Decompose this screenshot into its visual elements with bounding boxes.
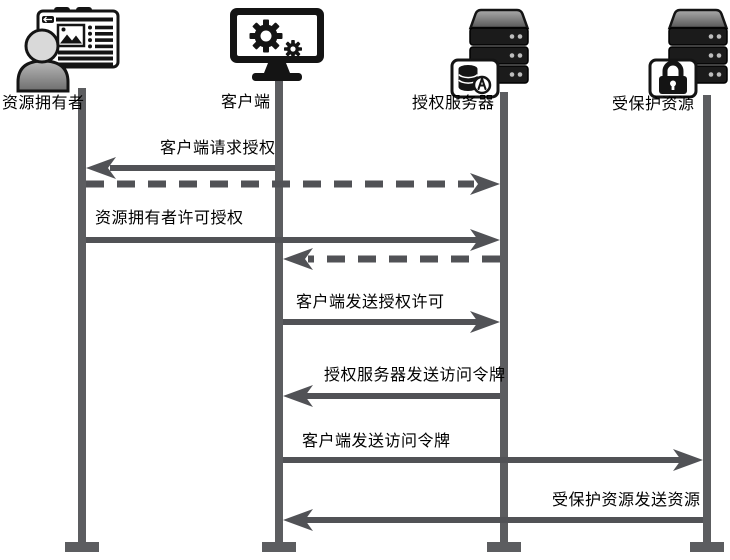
lifeline-resource-owner	[65, 88, 99, 552]
message-arrow-client-request	[86, 157, 275, 179]
message-arrow-client-sends-token	[283, 449, 703, 471]
message-arrow-client-sends-grant	[283, 311, 500, 333]
message-arrow-server-sends-token	[283, 385, 500, 407]
message-arrow-owner-grant	[86, 229, 500, 251]
resource-owner-icon	[16, 7, 120, 93]
gear-small-icon	[284, 40, 302, 58]
database-badge-icon	[450, 58, 500, 99]
message-arrow-dashed-to-auth	[86, 173, 500, 195]
gear-large-icon	[249, 19, 283, 53]
message-label-server-sends-token: 授权服务器发送访问令牌	[324, 365, 506, 384]
actor-label-client: 客户端	[221, 92, 271, 111]
message-label-client-sends-grant: 客户端发送授权许可	[296, 292, 445, 311]
auth-server-icon	[450, 8, 530, 99]
lifeline-protected-resource	[690, 95, 724, 552]
message-arrow-resource-sends-resource	[283, 509, 703, 531]
message-label-owner-grant: 资源拥有者许可授权	[95, 208, 244, 227]
lock-badge-icon	[648, 58, 698, 99]
message-label-client-request: 客户端请求授权	[160, 138, 276, 157]
message-label-client-sends-token: 客户端发送访问令牌	[302, 431, 451, 450]
client-icon	[230, 8, 324, 81]
protected-resource-icon	[648, 8, 729, 99]
actor-label-protected-resource: 受保护资源	[612, 94, 695, 113]
message-arrow-dashed-to-client	[283, 248, 500, 270]
lifeline-auth-server	[487, 92, 521, 552]
actor-label-auth-server: 授权服务器	[412, 93, 495, 112]
message-label-resource-sends-resource: 受保护资源发送资源	[552, 490, 701, 509]
lifeline-client	[262, 78, 296, 552]
actor-label-resource-owner: 资源拥有者	[2, 93, 85, 112]
